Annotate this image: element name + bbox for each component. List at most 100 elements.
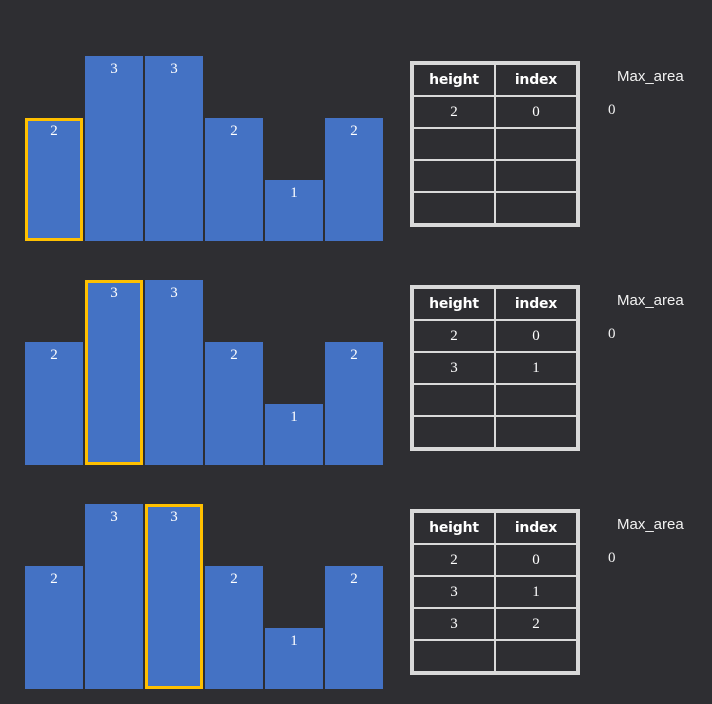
cell-index: 0 <box>494 95 578 129</box>
histogram-bar: 3 <box>85 56 143 241</box>
cell-height: 3 <box>412 351 496 385</box>
cell-height: 2 <box>412 95 496 129</box>
bar-value-label: 3 <box>110 61 118 77</box>
histogram-bars: 2 3 3 2 1 2 <box>25 504 385 689</box>
cell-height <box>412 415 496 449</box>
histogram-chart: 2 3 3 2 1 2 <box>25 56 385 241</box>
histogram-bar-highlighted: 2 <box>25 118 83 241</box>
histogram-bar: 1 <box>265 403 323 465</box>
table-row <box>412 383 578 417</box>
cell-height <box>412 639 496 673</box>
histogram-bar: 3 <box>85 504 143 689</box>
histogram-bar-highlighted: 3 <box>85 280 143 465</box>
bar-value-label: 1 <box>290 632 298 649</box>
cell-height: 3 <box>412 575 496 609</box>
cell-height <box>412 383 496 417</box>
cell-height <box>412 127 496 161</box>
cell-height <box>412 191 496 225</box>
histogram-bar: 3 <box>145 56 203 241</box>
cell-height <box>412 159 496 193</box>
bar-value-label: 2 <box>50 347 58 363</box>
histogram-bar-highlighted: 3 <box>145 504 203 689</box>
table-row <box>412 639 578 673</box>
table-row <box>412 127 578 161</box>
stack-table-head: height index <box>412 287 578 321</box>
histogram-bar: 2 <box>25 566 83 689</box>
bar-value-label: 1 <box>290 184 298 201</box>
bar-value-label: 3 <box>170 285 178 301</box>
histogram-bar: 3 <box>145 280 203 465</box>
cell-height: 2 <box>412 543 496 577</box>
histogram-bars: 2 3 3 2 1 2 <box>25 280 385 465</box>
cell-index: 1 <box>494 575 578 609</box>
histogram-bar: 2 <box>25 342 83 465</box>
table-row <box>412 159 578 193</box>
cell-index: 1 <box>494 351 578 385</box>
table-header-row: height index <box>412 511 578 545</box>
bar-value-label: 2 <box>230 571 238 587</box>
max-area-value: 0 <box>608 326 616 342</box>
bar-value-label: 3 <box>170 509 178 525</box>
histogram-bar: 2 <box>325 118 383 241</box>
bar-value-label: 2 <box>230 123 238 139</box>
max-area-label: Max_area <box>617 516 684 533</box>
column-header-index: index <box>494 63 578 97</box>
bar-value-label: 2 <box>350 123 358 139</box>
max-area-value: 0 <box>608 550 616 566</box>
cell-height: 3 <box>412 607 496 641</box>
histogram-chart: 2 3 3 2 1 2 <box>25 504 385 689</box>
bar-value-label: 3 <box>170 61 178 77</box>
bar-value-label: 2 <box>350 347 358 363</box>
column-header-height: height <box>412 511 496 545</box>
cell-index: 0 <box>494 543 578 577</box>
max-area-label: Max_area <box>617 68 684 85</box>
histogram-bar: 2 <box>325 342 383 465</box>
max-area-value: 0 <box>608 102 616 118</box>
column-header-height: height <box>412 287 496 321</box>
table-header-row: height index <box>412 287 578 321</box>
bar-value-label: 2 <box>230 347 238 363</box>
cell-index <box>494 191 578 225</box>
histogram-bar: 1 <box>265 179 323 241</box>
cell-index <box>494 639 578 673</box>
cell-index <box>494 127 578 161</box>
cell-index: 2 <box>494 607 578 641</box>
cell-index <box>494 415 578 449</box>
bar-value-label: 3 <box>110 509 118 525</box>
bar-value-label: 3 <box>110 285 118 301</box>
bar-value-label: 2 <box>50 123 58 139</box>
histogram-bar: 2 <box>205 342 263 465</box>
table-header-row: height index <box>412 63 578 97</box>
histogram-bar: 2 <box>205 566 263 689</box>
column-header-index: index <box>494 287 578 321</box>
table-row <box>412 415 578 449</box>
histogram-bars: 2 3 3 2 1 2 <box>25 56 385 241</box>
histogram-bar: 1 <box>265 627 323 689</box>
stack-table-head: height index <box>412 63 578 97</box>
max-area-label: Max_area <box>617 292 684 309</box>
histogram-bar: 2 <box>325 566 383 689</box>
cell-index: 0 <box>494 319 578 353</box>
column-header-index: index <box>494 511 578 545</box>
bar-value-label: 2 <box>50 571 58 587</box>
stack-table-head: height index <box>412 511 578 545</box>
bar-value-label: 1 <box>290 408 298 425</box>
histogram-chart: 2 3 3 2 1 2 <box>25 280 385 465</box>
